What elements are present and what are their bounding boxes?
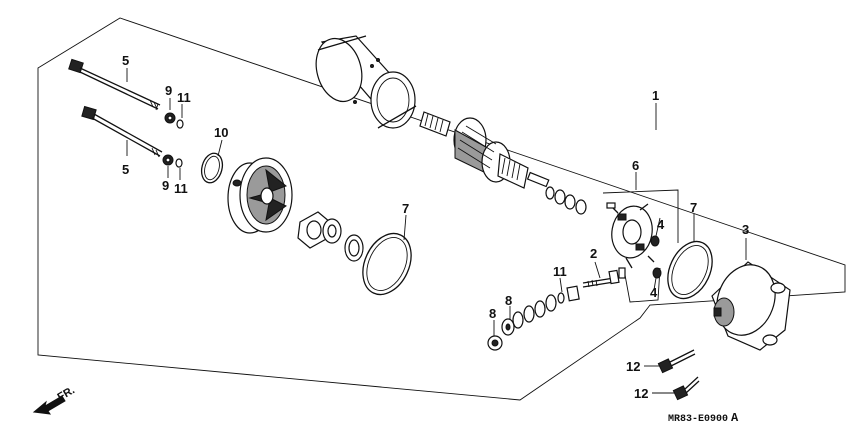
terminal-washer-c <box>523 305 535 323</box>
long-bolt-lower <box>81 105 163 158</box>
diagram-suffix: A <box>731 411 739 425</box>
callout-4-lower: 4 <box>650 285 658 300</box>
shim-d <box>575 199 587 215</box>
callout-9-upper: 9 <box>165 83 172 98</box>
callout-1: 1 <box>652 88 659 103</box>
motor-case <box>315 35 417 129</box>
terminal-washer-b <box>534 300 546 318</box>
o-ring-7-right <box>667 240 713 300</box>
front-direction-arrow-icon <box>32 395 66 415</box>
brush-spring-lower <box>652 267 662 279</box>
callout-5-upper: 5 <box>122 53 129 68</box>
callout-11-terminal: 11 <box>553 264 567 279</box>
callout-7-right: 7 <box>690 200 697 215</box>
callout-11-upper: 11 <box>177 90 191 105</box>
callout-12-lower: 12 <box>634 386 648 401</box>
callout-7-left: 7 <box>402 201 409 216</box>
insulator <box>566 285 580 302</box>
terminal-washer-d <box>512 311 524 329</box>
leader-lines <box>126 68 747 394</box>
o-ring-10 <box>200 152 224 184</box>
brush-spring-upper <box>650 235 660 247</box>
callout-10: 10 <box>214 125 228 140</box>
brush-holder-bracket <box>602 189 679 303</box>
o-ring-11-lower <box>175 158 183 168</box>
o-ring-11-terminal <box>557 292 565 304</box>
callout-6: 6 <box>632 158 639 173</box>
callout-8-washer: 8 <box>505 293 512 308</box>
bolt-12-upper <box>657 349 696 374</box>
terminal-bolt <box>582 267 626 288</box>
shim-c <box>564 194 576 210</box>
lock-plate <box>297 211 331 249</box>
callout-8-nut: 8 <box>489 306 496 321</box>
callouts: 1 2 3 4 4 5 5 6 7 7 8 8 9 9 10 11 11 11 … <box>122 53 749 401</box>
rear-cover <box>711 261 791 351</box>
brush-holder <box>606 202 655 269</box>
callout-2: 2 <box>590 246 597 261</box>
callout-12-upper: 12 <box>626 359 640 374</box>
shim-a <box>545 186 555 200</box>
o-ring-11-upper <box>176 119 184 129</box>
armature <box>419 111 550 189</box>
callout-4-upper: 4 <box>657 217 665 232</box>
assembly-outline <box>37 17 846 401</box>
terminal-washer-a <box>545 294 557 312</box>
o-ring-7-left <box>362 232 412 296</box>
callout-5-lower: 5 <box>122 162 129 177</box>
callout-11-lower: 11 <box>174 181 188 196</box>
callout-3: 3 <box>742 222 749 237</box>
bolt-12-lower <box>672 376 700 401</box>
callout-9-lower: 9 <box>162 178 169 193</box>
long-bolt-upper <box>68 58 161 111</box>
shim-b <box>554 189 566 205</box>
front-cover <box>227 157 293 234</box>
direction-label: FR. <box>56 384 77 403</box>
